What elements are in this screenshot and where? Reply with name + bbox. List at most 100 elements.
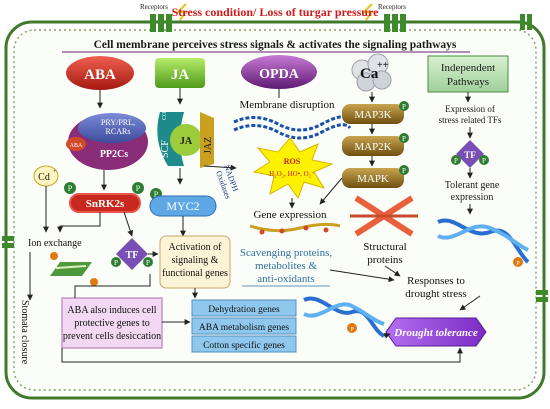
receptors-label-right: Receptors	[378, 3, 406, 11]
gene-list: Dehydration genes ABA metabolism genes C…	[191, 299, 297, 353]
activation-box: Activation of signaling & functional gen…	[159, 235, 231, 289]
line-tf-induces	[74, 274, 151, 298]
independent-title-2: Pathways	[447, 76, 489, 88]
calcium-ion: Ca ++	[351, 53, 392, 92]
aba-induces-line3: prevent cells desiccation	[63, 331, 161, 342]
svg-text:P: P	[114, 259, 118, 267]
aba-induces-box: ABA also induces cell protective genes t…	[61, 297, 163, 349]
myc2-box: MYC2	[149, 195, 217, 217]
membrane-wave	[233, 115, 352, 140]
scavenging-line3: anti-oxidants	[257, 273, 314, 285]
ros-species: H₂O₂, HO•, O₂⁻	[269, 170, 315, 178]
calcium-label: Ca	[360, 66, 379, 82]
receptor-right	[384, 14, 406, 32]
svg-text:MAP2K: MAP2K	[354, 141, 391, 153]
p-badge-snrk-right	[132, 182, 144, 194]
cd-ion: Cd +	[33, 165, 59, 187]
aba-receptor-complex: PRY/PRL, RCARs ABA PP2Cs	[66, 113, 148, 170]
dna-helix-right: P	[437, 218, 530, 267]
activation-line3: functional genes	[162, 268, 228, 279]
ros-burst: ROS H₂O₂, HO•, O₂⁻	[252, 137, 334, 200]
mapk-box: MAPK P	[342, 165, 409, 188]
membrane-banner: Cell membrane perceives stress signals &…	[94, 39, 457, 51]
aba-metabolism-genes: ABA metabolism genes	[199, 323, 290, 333]
pp2cs-label: PP2Cs	[100, 149, 128, 160]
arrow-snrk-ion	[57, 212, 101, 233]
lightning-icon-right	[361, 3, 374, 21]
map3k-box: MAP3K P	[342, 101, 409, 124]
svg-text:P: P	[402, 167, 406, 175]
arrow-scav-response	[329, 269, 395, 283]
svg-text:MAPK: MAPK	[357, 173, 389, 185]
scavenging-line1: Scavenging proteins,	[240, 247, 333, 259]
opda-label: OPDA	[259, 67, 300, 82]
structural-line1: Structural	[363, 241, 406, 253]
arrow-mapk-gene	[319, 177, 343, 205]
arrow-ja-ros	[203, 164, 237, 171]
drought-tolerance-label: Drought tolerance	[393, 327, 478, 339]
svg-text:P: P	[350, 327, 354, 333]
receptor-side-right	[536, 290, 548, 302]
ros-label: ROS	[284, 157, 301, 166]
ja-receptor-complex: SCF COI1 JA JAZ	[157, 107, 214, 168]
arrow-bottom-return	[61, 347, 463, 363]
scf-label: SCF	[160, 140, 171, 158]
gene-expression-label: Gene expression	[253, 209, 327, 221]
activation-line1: Activation of	[168, 242, 222, 253]
arrow-struct-response	[384, 265, 401, 277]
jaz-label: JAZ	[203, 137, 214, 154]
aba-label: ABA	[84, 67, 116, 83]
receptor-left	[150, 14, 172, 32]
lightning-icon-left	[175, 3, 188, 21]
dehydration-genes: Dehydration genes	[208, 305, 280, 315]
snrk2s-box: SnRK2s	[69, 193, 141, 213]
independent-pathways-box: Independent Pathways	[427, 55, 509, 93]
activation-line2: signaling &	[172, 255, 219, 266]
svg-text:P: P	[516, 261, 520, 267]
ja-small-label: JA	[180, 136, 193, 147]
svg-text:P: P	[482, 157, 486, 165]
scf-sup: COI1	[162, 107, 168, 120]
cd-label: Cd	[38, 172, 50, 183]
stomata-closure-label: Stomata closure	[19, 300, 30, 365]
svg-text:P: P	[402, 135, 406, 143]
ion-exchange-label: Ion exchange	[28, 238, 82, 249]
aba-hormone: ABA	[66, 56, 134, 90]
tf-diamond-right: TF P P	[451, 140, 489, 168]
expression-line1: Expression of	[445, 104, 495, 114]
receptor-corner-icon	[520, 14, 532, 30]
structural-line2: proteins	[367, 254, 402, 266]
svg-text:TF: TF	[126, 250, 139, 261]
expression-line2: stress related TFs	[439, 115, 502, 125]
myc2-label: MYC2	[166, 199, 199, 213]
scavenging-line2: metabolites &	[255, 260, 317, 272]
receptor-line2: RCARs	[106, 127, 131, 136]
arrow-response-drought	[459, 295, 481, 311]
membrane-disruption-label: Membrane disruption	[239, 99, 335, 111]
svg-text:P: P	[154, 190, 159, 199]
aba-small-label: ABA	[70, 143, 83, 149]
arrow-snrk-tf	[123, 211, 134, 237]
svg-text:P: P	[454, 157, 458, 165]
p-badge-snrk-left	[64, 182, 76, 194]
svg-text:P: P	[68, 184, 73, 193]
gene-chain	[249, 222, 341, 235]
drought-tolerance-banner: Drought tolerance	[385, 317, 487, 347]
tf-diamond-left: TF P P	[111, 238, 153, 270]
responses-line1: Responses to	[407, 275, 465, 287]
svg-text:TF: TF	[464, 150, 476, 160]
stress-title: Stress condition/ Loss of turgar pressur…	[172, 5, 379, 19]
map2k-box: MAP2K P	[342, 133, 409, 156]
svg-text:P: P	[136, 184, 141, 193]
cotton-genes: Cotton specific genes	[203, 340, 285, 351]
arrow-dna-drought	[383, 332, 391, 339]
opda-hormone: OPDA	[241, 55, 317, 89]
responses-line2: drought stress	[405, 288, 466, 300]
ja-label: JA	[171, 67, 190, 83]
ion-channel	[50, 252, 98, 286]
cd-sup: +	[53, 169, 57, 175]
svg-text:MAP3K: MAP3K	[354, 109, 391, 121]
snrk2s-label: SnRK2s	[86, 198, 125, 210]
